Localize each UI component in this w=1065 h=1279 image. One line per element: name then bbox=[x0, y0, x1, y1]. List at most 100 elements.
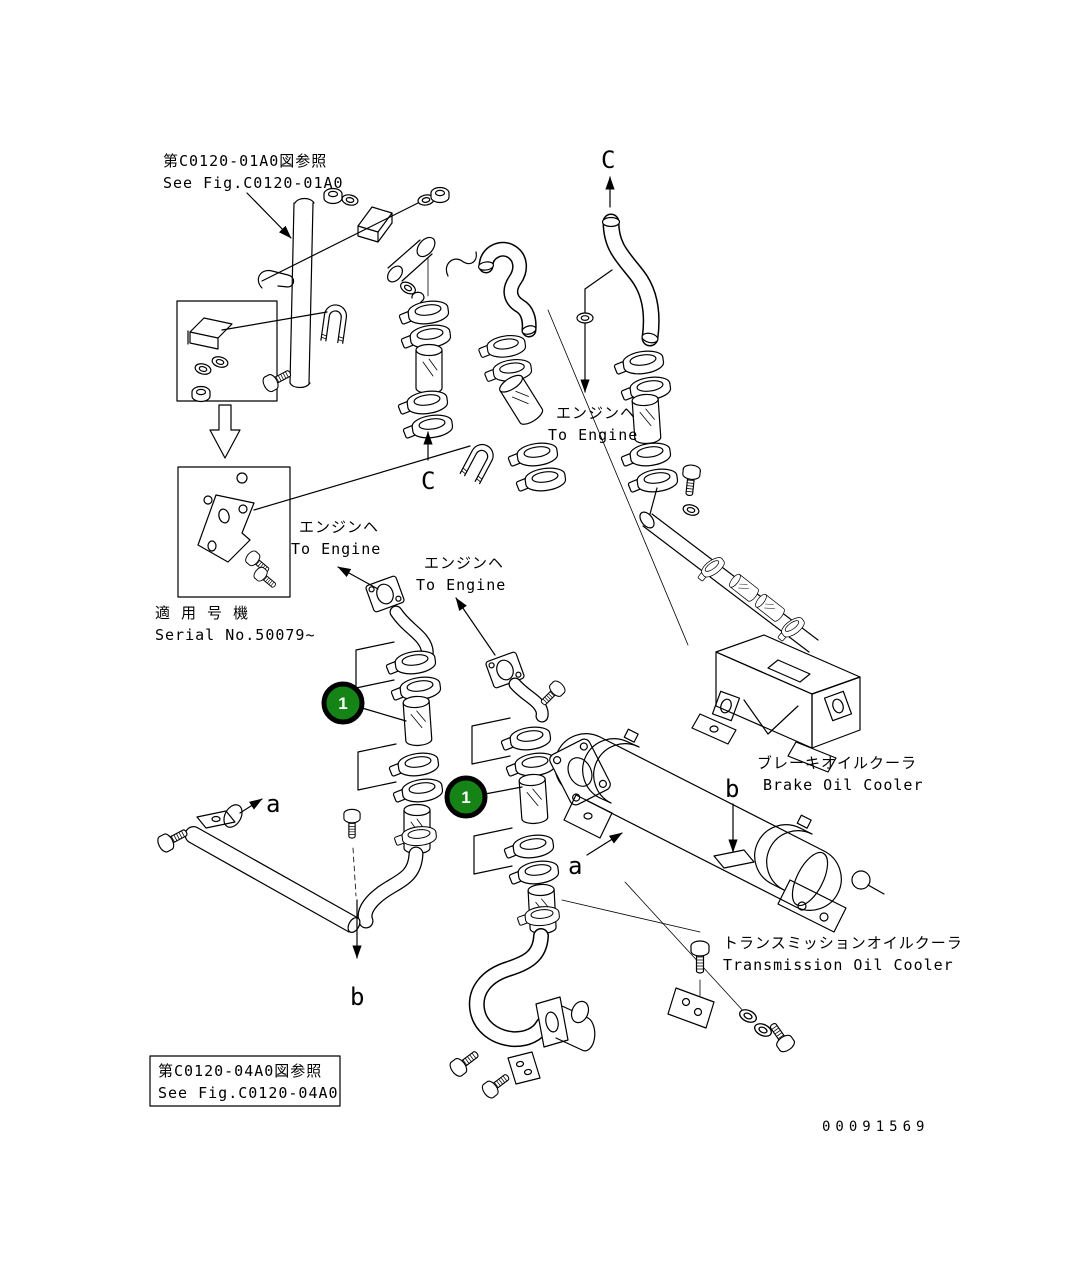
view-arrow-a-left: a bbox=[223, 790, 280, 828]
to-engine-en: To Engine bbox=[548, 426, 638, 444]
leader-line bbox=[253, 445, 471, 511]
leader-line bbox=[561, 899, 701, 933]
flange-plate bbox=[365, 575, 405, 613]
hose-clamp bbox=[501, 832, 556, 863]
callout-1[interactable]: 1 bbox=[321, 681, 407, 725]
callout-leader bbox=[484, 786, 523, 795]
hose-clamp bbox=[611, 348, 666, 379]
flanged-connector bbox=[535, 996, 596, 1052]
right-hose-assembly bbox=[601, 213, 702, 518]
mid-hose-assembly bbox=[476, 241, 568, 496]
bolt bbox=[154, 823, 191, 855]
trans-cooler-en: Transmission Oil Cooler bbox=[723, 956, 954, 974]
pipe-lug bbox=[196, 810, 236, 829]
view-label-a: a bbox=[568, 852, 582, 880]
hose-clamp bbox=[618, 440, 673, 471]
bolt bbox=[251, 564, 280, 592]
serial-en: Serial No.50079~ bbox=[155, 626, 316, 644]
hose-clamp bbox=[383, 648, 438, 679]
clamp-stack-left bbox=[395, 298, 455, 443]
block-arrow-down bbox=[209, 404, 241, 459]
tube bbox=[415, 343, 443, 395]
washer bbox=[737, 1006, 759, 1026]
to-engine-jp: エンジンヘ bbox=[556, 404, 636, 422]
drawing-number: 00091569 bbox=[822, 1119, 929, 1135]
band-clamp bbox=[582, 728, 640, 804]
bottom-left-pipe bbox=[154, 808, 361, 933]
hose-clamp bbox=[498, 724, 553, 755]
tube bbox=[402, 695, 433, 747]
view-arrow-b-right: b bbox=[713, 775, 755, 869]
view-label-c: C bbox=[601, 146, 615, 174]
washer bbox=[576, 312, 594, 324]
hose-clamp bbox=[395, 388, 450, 419]
transmission-oil-cooler bbox=[549, 728, 885, 933]
trans-cooler-jp: トランスミッションオイルクーラ bbox=[723, 934, 963, 952]
tube bbox=[518, 773, 549, 825]
bolt bbox=[680, 463, 702, 497]
brake-cooler-en: Brake Oil Cooler bbox=[763, 776, 924, 794]
bolt bbox=[447, 1046, 483, 1080]
group-flag bbox=[357, 743, 397, 791]
hose-clamp bbox=[390, 776, 445, 807]
to-engine-en: To Engine bbox=[291, 540, 381, 558]
view-label-b: b bbox=[350, 983, 364, 1011]
to-engine-en: To Engine bbox=[416, 576, 506, 594]
to-engine-label-1: エンジンヘ To Engine bbox=[291, 518, 381, 590]
washer bbox=[210, 354, 230, 370]
cooler-foot bbox=[777, 879, 847, 933]
nut bbox=[430, 186, 450, 204]
centerline bbox=[352, 847, 357, 897]
elbow-fitting bbox=[387, 236, 436, 306]
ref-top-jp: 第C0120-01A0図参照 bbox=[163, 152, 327, 170]
view-label-c: C bbox=[421, 467, 435, 495]
upper-hardware-cluster bbox=[257, 186, 477, 344]
ref-top-en: See Fig.C0120-01A0 bbox=[163, 174, 344, 192]
leader-line bbox=[624, 881, 747, 1015]
serial-note: 適 用 号 機 Serial No.50079~ bbox=[155, 604, 316, 644]
mid-column-2 bbox=[468, 651, 596, 1052]
leader-line bbox=[261, 201, 421, 282]
brake-cooler-jp: ブレーキオイルクーラ bbox=[757, 754, 917, 772]
hose-clamp bbox=[476, 332, 528, 362]
ref-bottom-en: See Fig.C0120-04A0 bbox=[158, 1084, 339, 1102]
nut bbox=[191, 385, 211, 403]
mount-bracket bbox=[667, 987, 715, 1029]
view-arrow-c-top: C bbox=[601, 146, 615, 208]
brake-cooler-label: ブレーキオイルクーラ Brake Oil Cooler bbox=[757, 754, 924, 794]
bolt bbox=[343, 808, 361, 839]
view-label-a: a bbox=[266, 790, 280, 818]
to-engine-jp: エンジンヘ bbox=[299, 518, 379, 536]
washer bbox=[681, 502, 701, 518]
hose-clamp bbox=[625, 466, 680, 497]
view-label-b: b bbox=[725, 775, 739, 803]
bottom-center-hardware bbox=[447, 1046, 541, 1101]
band-clamp bbox=[754, 814, 813, 891]
left-mid-column bbox=[355, 575, 445, 929]
bottom-right-hardware bbox=[624, 881, 798, 1055]
washer bbox=[340, 192, 360, 208]
bolt bbox=[764, 1018, 798, 1055]
channel-bracket bbox=[357, 206, 393, 243]
view-arrow-c-mid: C bbox=[421, 431, 435, 495]
callout-number: 1 bbox=[338, 694, 347, 713]
clamp-plate bbox=[507, 1051, 541, 1085]
u-bolt bbox=[320, 302, 349, 344]
transmission-cooler-label: トランスミッションオイルクーラ Transmission Oil Cooler bbox=[561, 899, 963, 974]
bottom-reference-note: 第C0120-04A0図参照 See Fig.C0120-04A0 bbox=[149, 1055, 341, 1107]
ref-bottom-jp: 第C0120-04A0図参照 bbox=[158, 1062, 322, 1080]
hose-clamp bbox=[505, 440, 560, 471]
washer bbox=[752, 1020, 774, 1040]
j-hook bbox=[257, 269, 295, 289]
hose-clamp bbox=[386, 750, 441, 781]
construction-line bbox=[547, 309, 689, 646]
brake-oil-cooler bbox=[691, 634, 861, 773]
callout-number: 1 bbox=[461, 788, 470, 807]
view-arrow-b-left: b bbox=[350, 899, 364, 1011]
to-engine-jp: エンジンヘ bbox=[424, 554, 504, 572]
callout-2[interactable]: 1 bbox=[444, 775, 523, 819]
vertical-pipe bbox=[289, 197, 315, 389]
top-reference-note: 第C0120-01A0図参照 See Fig.C0120-01A0 bbox=[163, 152, 344, 239]
